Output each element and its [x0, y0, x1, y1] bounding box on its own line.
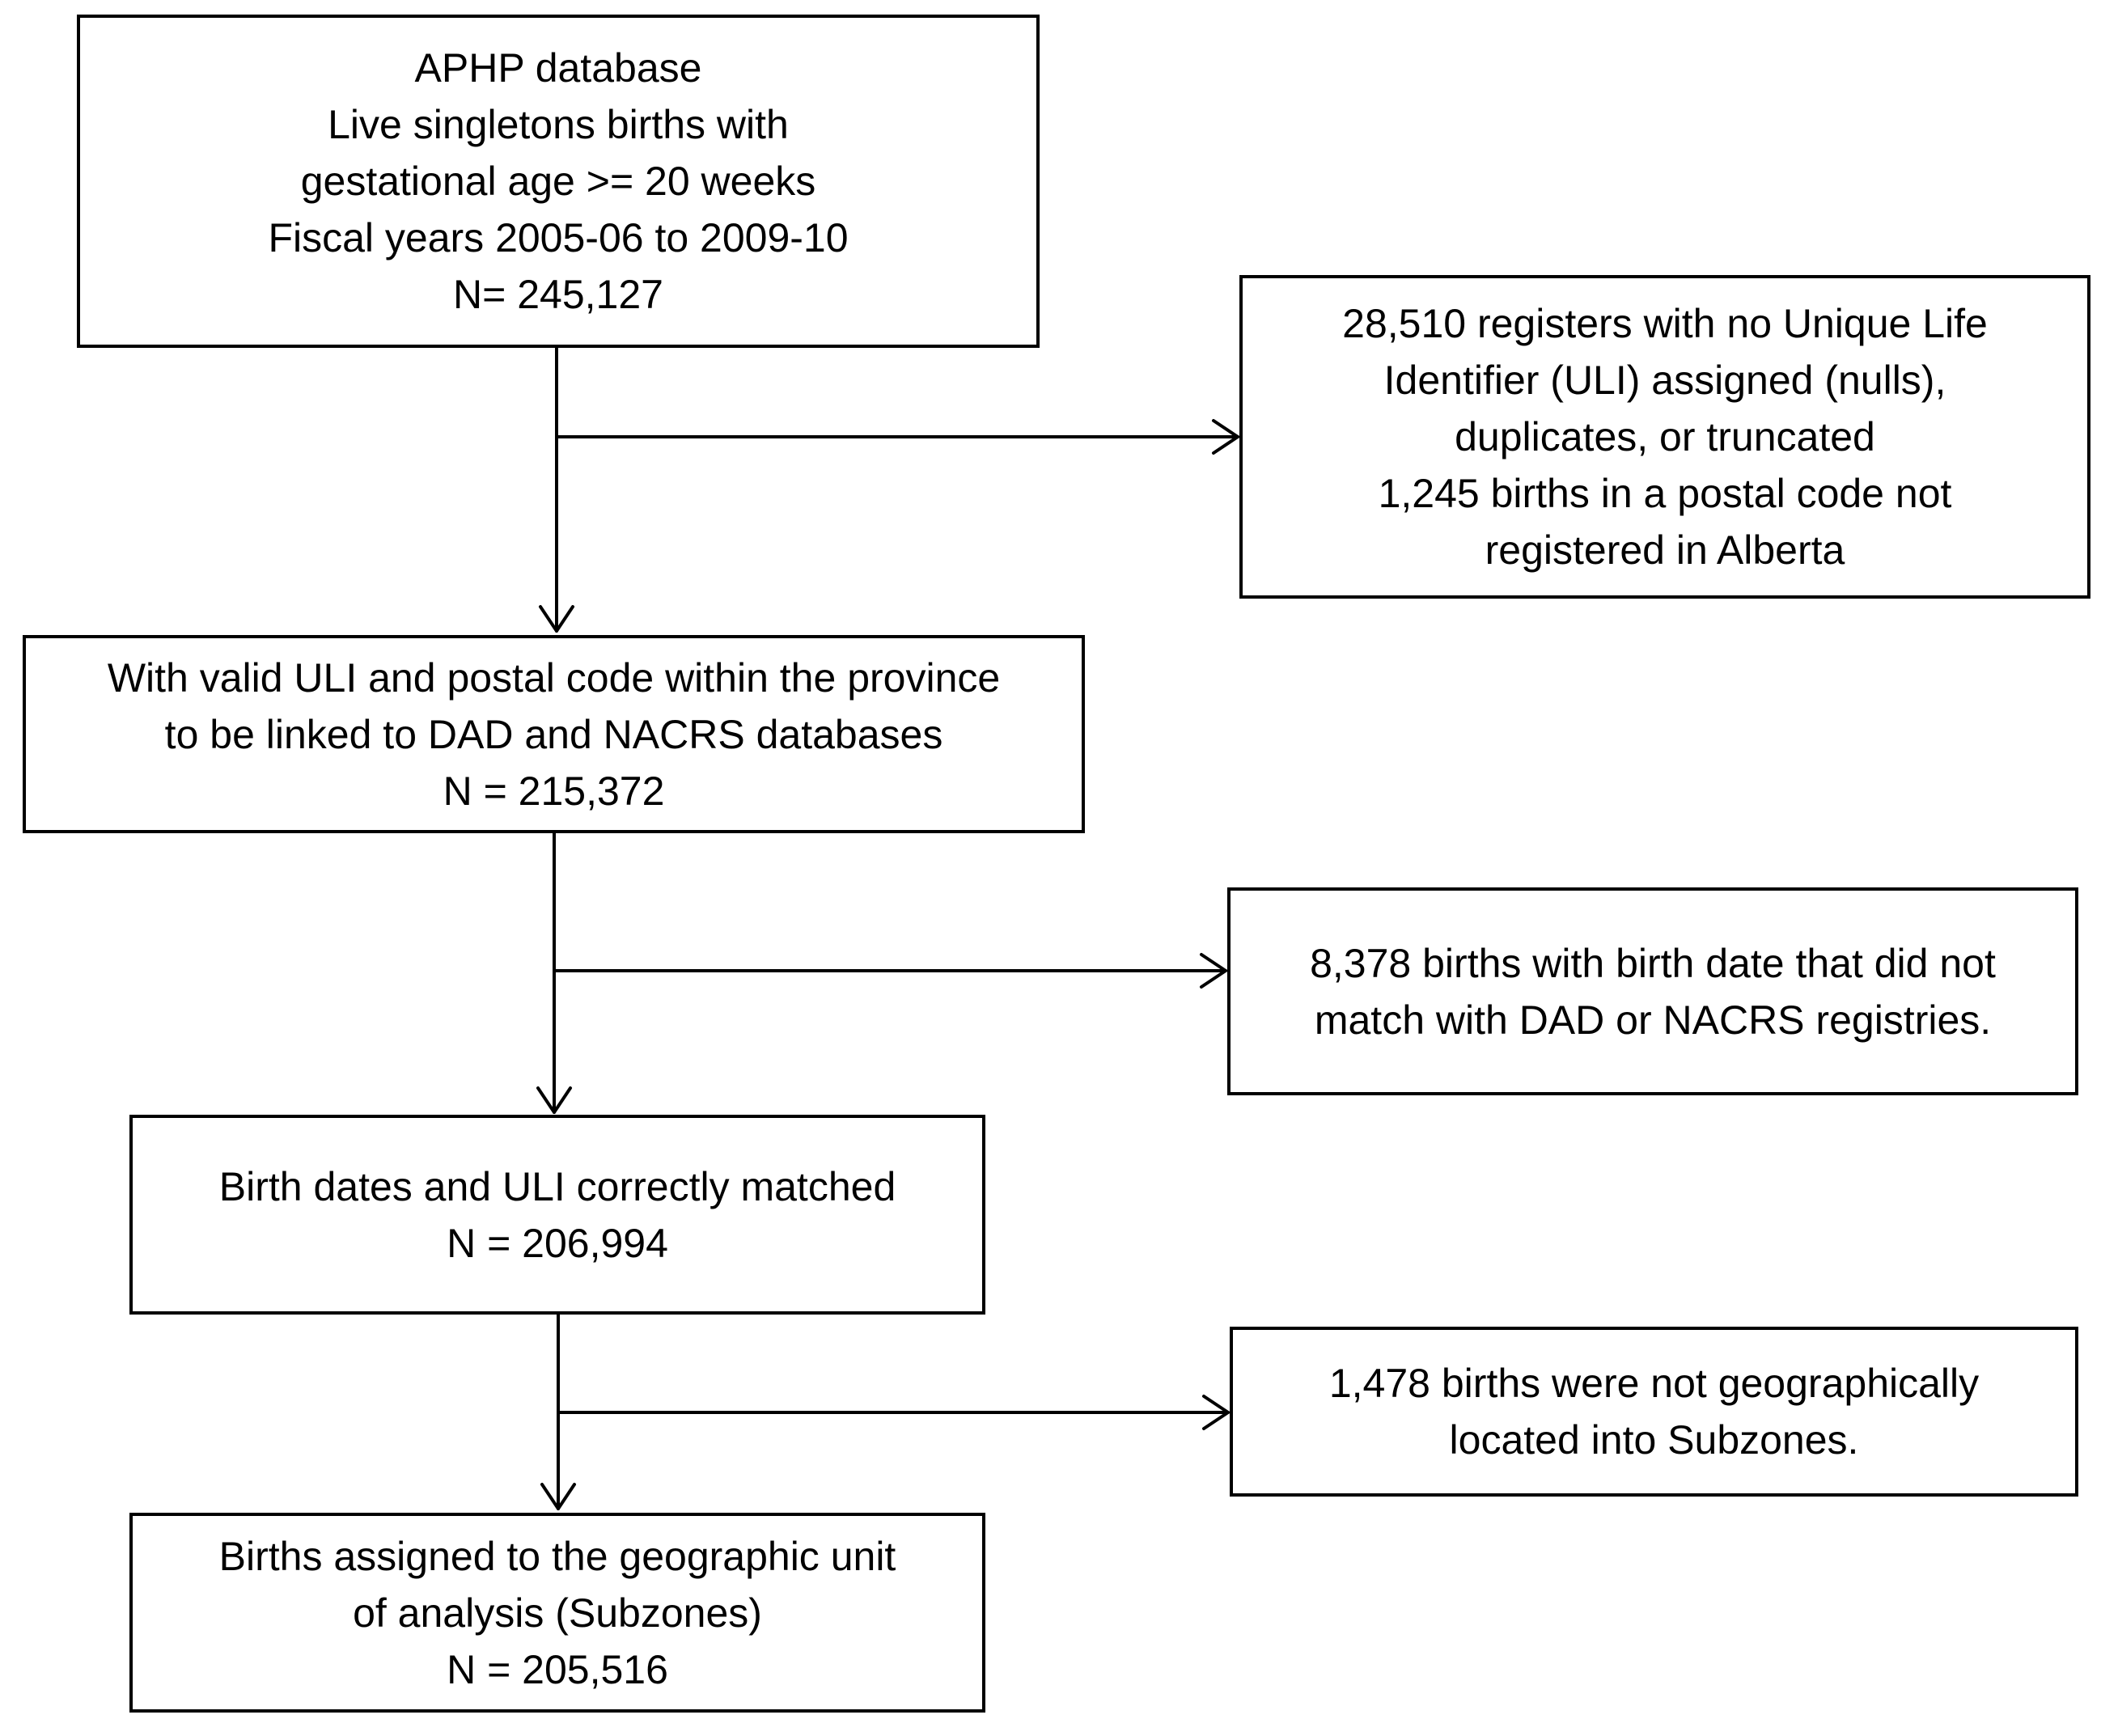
box-excluded-date: 8,378 births with birth date that did no…	[1227, 887, 2078, 1095]
box-line: With valid ULI and postal code within th…	[107, 654, 1001, 701]
box-line: gestational age >= 20 weeks	[300, 159, 816, 204]
box-line: Births assigned to the geographic unit	[218, 1533, 896, 1579]
box-line: Fiscal years 2005-06 to 2009-10	[268, 215, 849, 260]
box-line: duplicates, or truncated	[1455, 414, 1875, 459]
arrowhead-down-3	[540, 1483, 576, 1510]
box-valid-uli: With valid ULI and postal code within th…	[23, 635, 1085, 833]
box-line: 8,378 births with birth date that did no…	[1310, 940, 1996, 986]
box-line: N= 245,127	[453, 272, 663, 317]
arrowhead-down-1	[539, 605, 574, 633]
arrowhead-right-2	[1200, 953, 1227, 989]
arrowhead-down-2	[536, 1086, 572, 1114]
box-line: APHP database	[414, 45, 702, 91]
arrowhead-right-3	[1202, 1395, 1230, 1430]
box-excluded-geo: 1,478 births were not geographically loc…	[1230, 1327, 2078, 1497]
box-line: 1,245 births in a postal code not	[1378, 471, 1952, 516]
box-line: to be linked to DAD and NACRS databases	[164, 711, 943, 757]
box-line: 28,510 registers with no Unique Life	[1342, 301, 1988, 346]
box-aphp-database: APHP database Live singletons births wit…	[77, 15, 1040, 348]
box-births-assigned: Births assigned to the geographic unit o…	[129, 1513, 985, 1713]
box-birth-dates-matched: Birth dates and ULI correctly matched N …	[129, 1115, 985, 1315]
box-line: N = 215,372	[443, 768, 665, 814]
box-line: match with DAD or NACRS registries.	[1314, 997, 1992, 1043]
box-line: Live singletons births with	[328, 102, 789, 147]
box-line: registered in Alberta	[1485, 527, 1845, 573]
box-line: of analysis (Subzones)	[353, 1590, 762, 1636]
box-line: N = 206,994	[447, 1220, 668, 1266]
box-line: Birth dates and ULI correctly matched	[218, 1163, 896, 1209]
box-excluded-uli: 28,510 registers with no Unique Life Ide…	[1239, 275, 2090, 599]
box-line: 1,478 births were not geographically	[1328, 1361, 1980, 1406]
arrowhead-right-1	[1212, 419, 1239, 455]
box-line: located into Subzones.	[1449, 1417, 1859, 1463]
box-line: N = 205,516	[447, 1646, 668, 1692]
box-line: Identifier (ULI) assigned (nulls),	[1383, 358, 1946, 403]
